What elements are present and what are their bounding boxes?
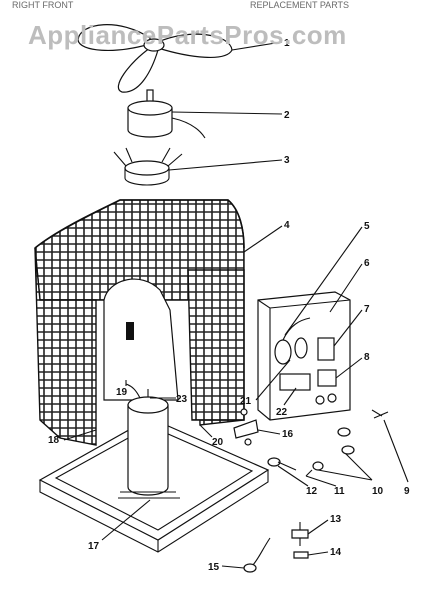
motor-mount: [113, 147, 183, 186]
callout-4: 4: [284, 220, 290, 231]
callout-15: 15: [208, 562, 220, 573]
callout-2: 2: [284, 110, 290, 121]
top-strip-left: RIGHT FRONT: [12, 0, 74, 10]
callout-19: 19: [116, 387, 128, 398]
callout-5: 5: [364, 221, 370, 232]
callout-3: 3: [284, 155, 290, 166]
compressor: [118, 383, 180, 499]
watermark-text: AppliancePartsPros.com: [28, 20, 347, 50]
small-parts: [233, 408, 389, 573]
callout-13: 13: [330, 514, 342, 525]
callout-12: 12: [306, 486, 318, 497]
callout-1: 1: [284, 38, 290, 49]
callout-21: 21: [240, 396, 252, 407]
callout-6: 6: [364, 258, 370, 269]
callout-23: 23: [176, 394, 188, 405]
control-box: [257, 291, 351, 421]
callout-22: 22: [276, 407, 288, 418]
callout-16: 16: [282, 429, 294, 440]
callout-17: 17: [88, 541, 100, 552]
callout-18: 18: [48, 435, 60, 446]
fan-motor: [127, 89, 206, 139]
callout-10: 10: [372, 486, 384, 497]
callout-8: 8: [364, 352, 370, 363]
callout-9: 9: [404, 486, 410, 497]
callout-labels: 1 2 3 4 5 6 7 8 9 10 11 12 13 14 15 16 1…: [48, 38, 410, 573]
leader-lines: [63, 41, 409, 569]
callout-7: 7: [364, 304, 370, 315]
callout-11: 11: [334, 486, 345, 497]
callout-20: 20: [212, 437, 224, 448]
top-strip-right: REPLACEMENT PARTS: [250, 0, 350, 10]
condenser-coil: [34, 199, 245, 446]
fan-blade: [77, 24, 233, 93]
callout-14: 14: [330, 547, 342, 558]
